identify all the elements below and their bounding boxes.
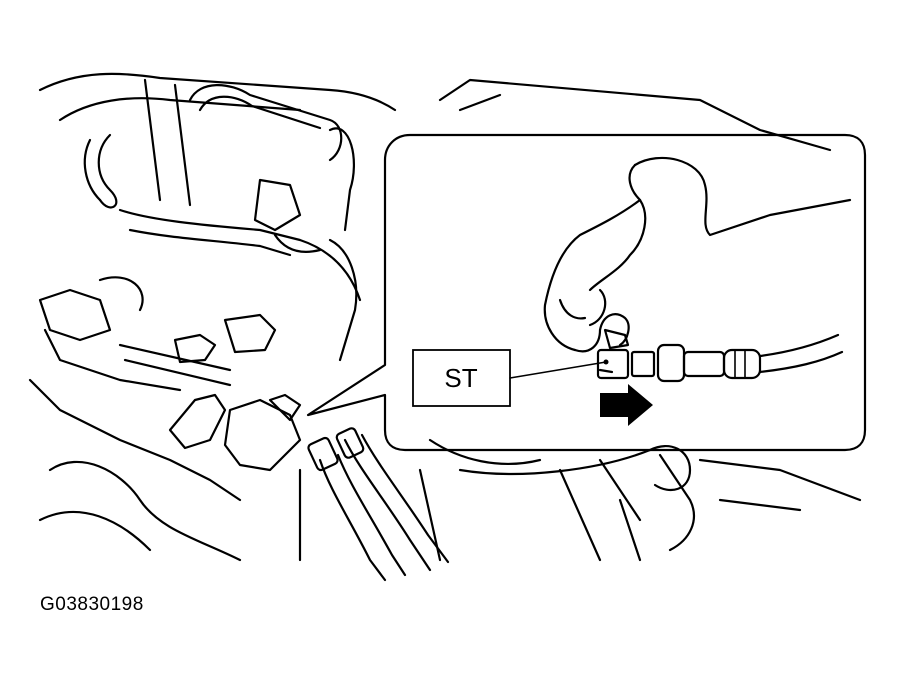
detail-callout: ST <box>306 133 867 452</box>
hand-illustration <box>543 156 852 353</box>
st-label: ST <box>444 363 477 393</box>
engine-bay-linework <box>28 72 862 562</box>
figure-code: G03830198 <box>40 594 144 615</box>
sst-tool-and-fitting <box>596 333 844 383</box>
fuel-hoses <box>307 427 450 582</box>
st-label-box: ST <box>412 349 609 407</box>
direction-arrow <box>600 384 653 426</box>
